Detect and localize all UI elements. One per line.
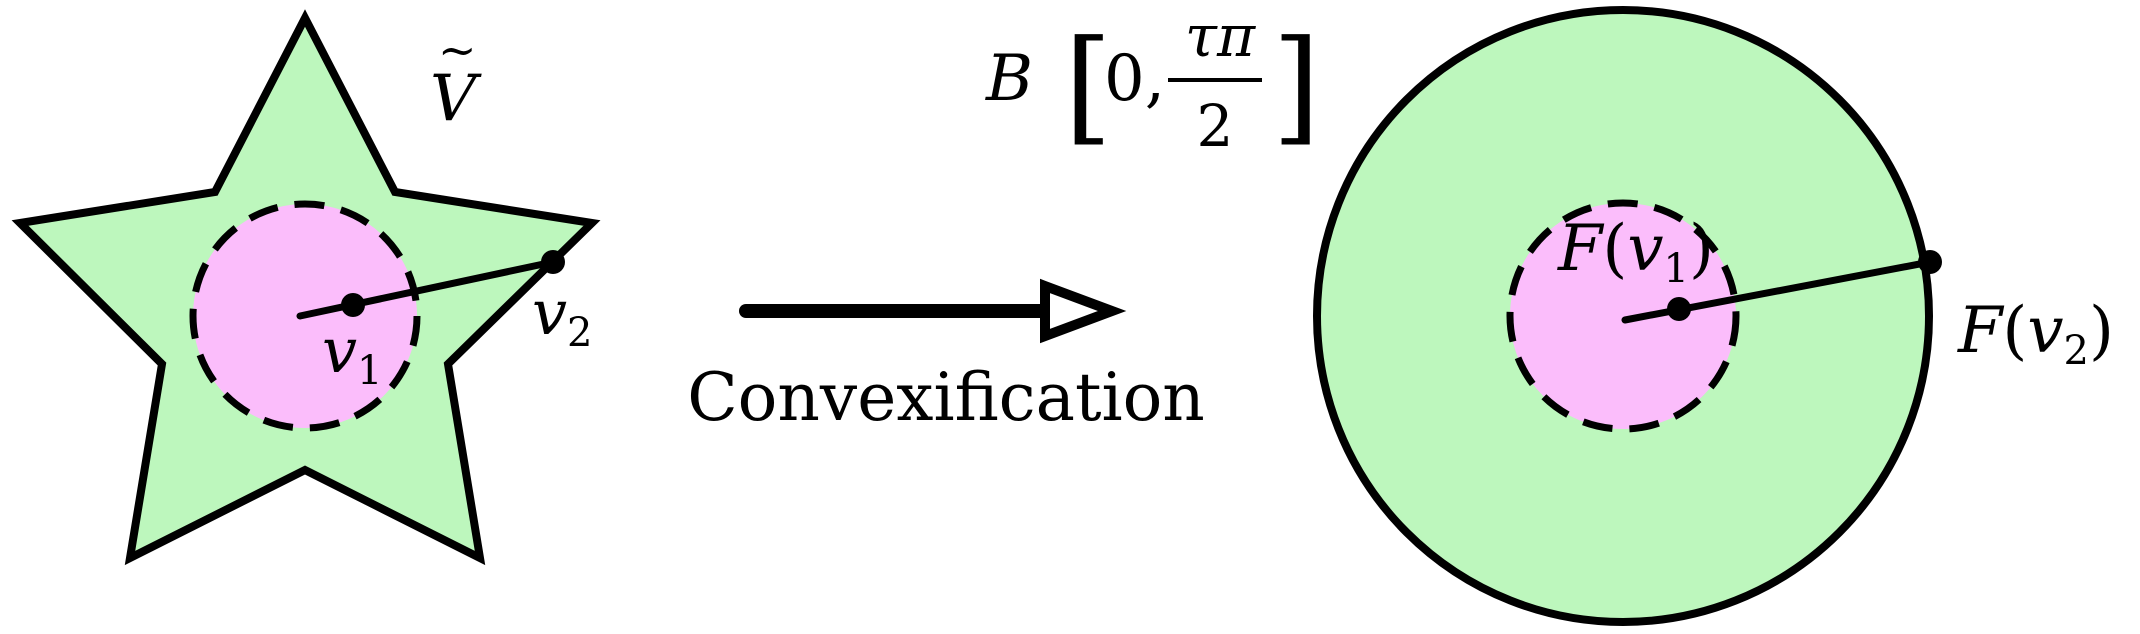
fv1-close: ) <box>1689 212 1714 286</box>
fv2-func: F <box>1957 294 2005 368</box>
v2-subscript: 2 <box>567 310 592 356</box>
left-point-v2 <box>541 250 565 274</box>
left-point-v1 <box>341 293 365 317</box>
v2-base: v <box>532 276 567 349</box>
left-figure: V ~ v1 v2 <box>11 9 601 566</box>
arrow-caption: Convexification <box>687 359 1205 436</box>
right-inner-disk <box>1506 199 1740 433</box>
ball-right-bracket: ] <box>1272 14 1320 158</box>
right-label-f-v1: F(v1) <box>1557 212 1714 292</box>
set-label-tilde: ~ <box>438 23 477 77</box>
ball-zero: 0, <box>1104 42 1165 116</box>
arrow-head <box>1040 278 1127 344</box>
right-point-f-v2 <box>1918 250 1942 274</box>
left-label-v2: v2 <box>532 276 592 356</box>
fv2-open: ( <box>2002 294 2027 368</box>
fv2-subscript: 2 <box>2064 328 2089 374</box>
fv2-base: v <box>2027 294 2063 368</box>
v1-base: v <box>322 314 357 387</box>
left-label-v1: v1 <box>322 314 382 394</box>
set-label-v: V <box>430 62 482 136</box>
ball-left-bracket: [ <box>1064 14 1112 158</box>
fv1-base: v <box>1627 212 1663 286</box>
right-point-f-v1 <box>1667 297 1691 321</box>
fv1-open: ( <box>1602 212 1627 286</box>
ball-numerator: τπ <box>1185 2 1256 70</box>
ball-denominator: 2 <box>1197 92 1234 160</box>
fv1-func: F <box>1557 212 1605 286</box>
fv1-subscript: 1 <box>1664 246 1689 292</box>
right-figure: B [ 0, τπ 2 ] F(v1) F(v2) <box>985 2 2114 626</box>
ball-letter-b: B <box>985 42 1033 116</box>
right-label-f-v2: F(v2) <box>1957 294 2114 374</box>
ball-label: B [ 0, τπ 2 ] <box>985 2 1320 160</box>
fv2-close: ) <box>2089 294 2114 368</box>
v1-subscript: 1 <box>357 348 382 394</box>
middle-arrow-group: Convexification <box>687 278 1205 436</box>
